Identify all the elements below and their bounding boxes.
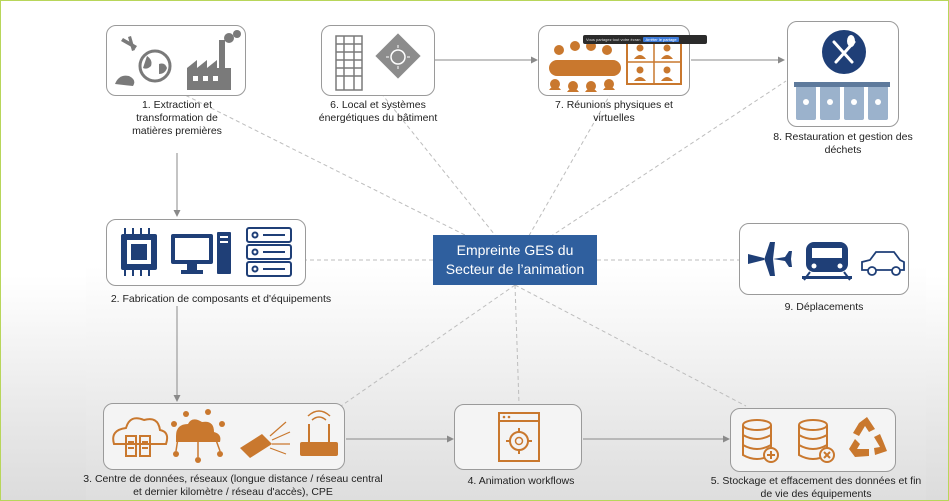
node-2-label: 2. Fabrication de composants et d'équipe…: [110, 293, 332, 305]
node-6-label: 6. Local et systèmes énergétiques du bât…: [318, 99, 438, 124]
node-9-label: 9. Déplacements: [784, 301, 864, 313]
storage-recycle-icon: [742, 417, 887, 463]
node-3-label: 3. Centre de données, réseaux (longue di…: [83, 473, 383, 498]
node-5-label: 5. Stockage et effacement des données et…: [710, 475, 922, 500]
animation-workflow-icon: [498, 412, 540, 462]
building-energy-icon: [335, 33, 421, 91]
node-6-box: [321, 25, 435, 96]
node-4-box: [454, 404, 582, 470]
screen-share-text: Vous partagez tout votre écran: [586, 37, 641, 42]
meetings-icon: [549, 39, 682, 92]
stop-sharing-button[interactable]: Arrêter le partage: [643, 37, 679, 42]
node-4-label: 4. Animation workflows: [467, 475, 575, 487]
extraction-icon: [115, 30, 241, 90]
node-8-box: [787, 21, 899, 127]
center-title-box: Empreinte GES du Secteur de l’animation: [433, 235, 597, 285]
dash-to-n3: [340, 284, 516, 407]
datacenter-network-icon: [112, 409, 338, 463]
node-3-box: [103, 403, 345, 470]
dash-to-n8: [514, 80, 787, 261]
screen-share-bar[interactable]: Vous partagez tout votre écran Arrêter l…: [583, 35, 707, 44]
dash-to-n5: [514, 284, 747, 407]
node-9-box: [739, 223, 909, 295]
dash-to-n1: [180, 92, 516, 261]
node-2-box: [106, 219, 306, 286]
components-icon: [121, 227, 292, 277]
travel-icon: [748, 242, 905, 281]
node-1-label: 1. Extraction et transformation de matiè…: [132, 99, 222, 137]
node-8-label: 8. Restauration et gestion des déchets: [773, 131, 913, 156]
restaurant-waste-icon: [794, 30, 890, 120]
dash-to-n4: [514, 284, 520, 405]
dash-to-n6: [380, 92, 516, 261]
node-5-box: [730, 408, 896, 472]
node-1-box: [106, 25, 246, 96]
node-7-label: 7. Réunions physiques et virtuelles: [555, 99, 673, 124]
